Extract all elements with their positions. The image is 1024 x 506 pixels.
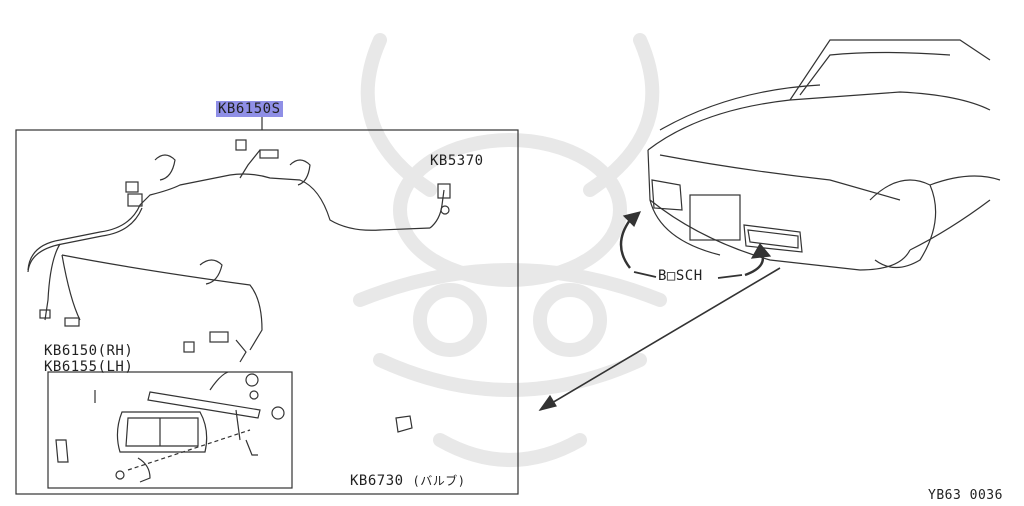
car-wheel bbox=[869, 179, 937, 269]
assembly-frame bbox=[15, 129, 519, 495]
car-hood bbox=[647, 91, 991, 151]
wire-harness bbox=[27, 173, 431, 271]
part-label-bulb-note: (バルブ) bbox=[412, 474, 466, 488]
lamp-subframe bbox=[47, 371, 293, 489]
part-label-bulb-number: KB6730 bbox=[350, 473, 404, 489]
part-label-main-assembly[interactable]: KB6150S bbox=[216, 101, 283, 117]
part-label-lamp-rh[interactable]: KB6150(RH) bbox=[44, 343, 134, 359]
fog-lamp-body bbox=[116, 411, 208, 453]
brand-callout: B□SCH bbox=[658, 268, 703, 284]
part-label-lamp-lh[interactable]: KB6155(LH) bbox=[44, 359, 134, 375]
bulb-icon bbox=[395, 415, 413, 433]
part-label-bulb[interactable]: KB6730 (バルブ) bbox=[350, 472, 465, 489]
part-label-main-assembly-text: KB6150S bbox=[216, 101, 283, 117]
car-bumper bbox=[647, 149, 911, 271]
figure-code: YB63 0036 bbox=[928, 488, 1003, 503]
part-label-connector[interactable]: KB5370 bbox=[430, 153, 484, 169]
